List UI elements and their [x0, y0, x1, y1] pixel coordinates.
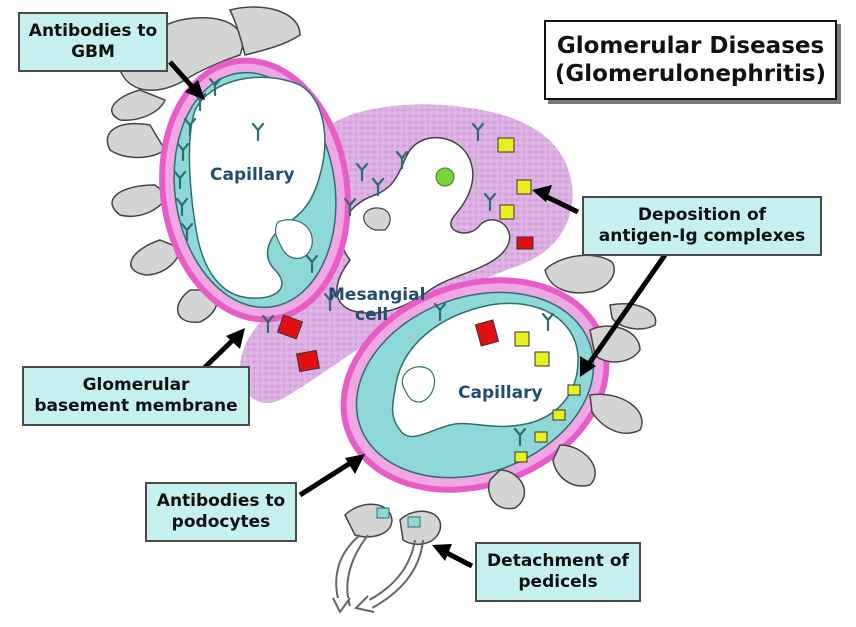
- antibodies: [173, 77, 555, 447]
- upper-capillary: [159, 57, 351, 323]
- detached-pedicels: [332, 503, 442, 614]
- callout-gbm: Glomerular basement membrane: [22, 366, 250, 426]
- callout-detachment: Detachment of pedicels: [475, 542, 641, 602]
- mesangial-label-line1: Mesangial: [328, 285, 425, 305]
- capillary-upper-label: Capillary: [210, 165, 295, 185]
- callout-antibodies-gbm-line1: Antibodies to: [28, 21, 158, 41]
- callout-antibodies-gbm-line2: GBM: [71, 42, 115, 62]
- mesangial-label-line2: cell: [355, 305, 388, 325]
- title-line2: (Glomerulonephritis): [554, 61, 827, 87]
- capillary-lower-label: Capillary: [458, 383, 543, 403]
- antigen-complexes: [276, 137, 581, 463]
- podocytes-lower: [488, 254, 657, 510]
- pointer-arrows: [168, 60, 668, 569]
- callout-podocytes-line1: Antibodies to: [156, 491, 286, 511]
- callout-podocytes-line2: podocytes: [171, 512, 271, 532]
- title-box: Glomerular Diseases (Glomerulonephritis): [544, 20, 837, 100]
- callout-deposition-line2: antigen-Ig complexes: [598, 226, 806, 246]
- callout-deposition: Deposition of antigen-Ig complexes: [582, 196, 822, 256]
- callout-gbm-line1: Glomerular: [82, 375, 190, 395]
- callout-detachment-line2: pedicels: [518, 572, 598, 592]
- callout-podocytes: Antibodies to podocytes: [145, 482, 297, 542]
- callout-gbm-line2: basement membrane: [34, 396, 238, 416]
- mesangial-cell: [336, 136, 511, 314]
- callout-detachment-line1: Detachment of: [487, 551, 629, 571]
- title-line1: Glomerular Diseases: [556, 33, 825, 59]
- callout-antibodies-gbm: Antibodies to GBM: [18, 12, 168, 72]
- callout-deposition-line1: Deposition of: [637, 205, 767, 225]
